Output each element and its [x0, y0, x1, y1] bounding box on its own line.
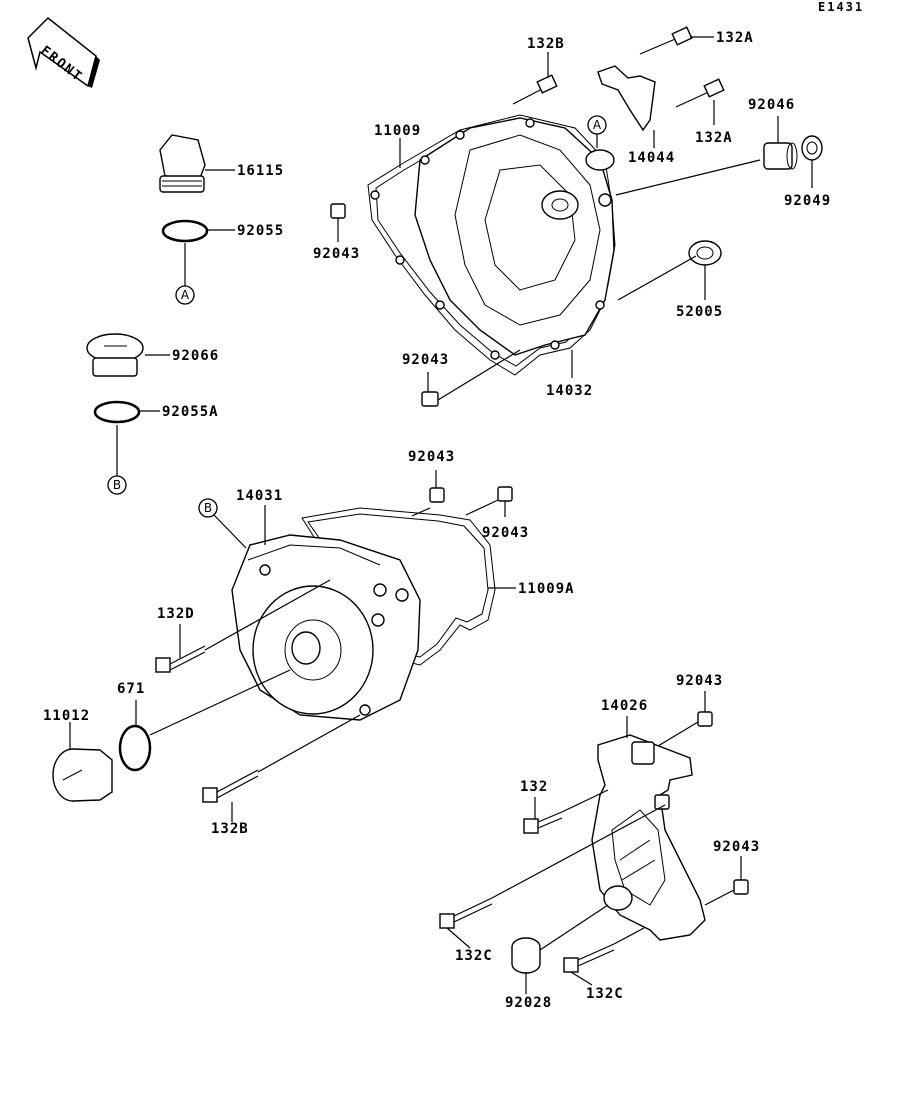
label-132A-top: 132A: [716, 30, 754, 46]
callout-b-plug: B: [107, 475, 127, 495]
label-92066: 92066: [172, 348, 219, 364]
label-132C-b: 132C: [586, 986, 624, 1002]
label-92028: 92028: [505, 995, 552, 1011]
label-132A-mid: 132A: [695, 130, 733, 146]
label-92046: 92046: [748, 97, 795, 113]
label-132B-top: 132B: [527, 36, 565, 52]
timing-plug-11012: [52, 748, 113, 802]
dowel-pin-92043-f: [733, 879, 749, 895]
bolt-132A-mid: [675, 78, 725, 108]
plug-92066: [86, 333, 144, 377]
label-11012: 11012: [43, 708, 90, 724]
label-92043-a: 92043: [313, 246, 360, 262]
dowel-pin-92043-b: [421, 391, 439, 407]
label-16115: 16115: [237, 163, 284, 179]
oil-filler-cap-16115: [159, 134, 206, 193]
o-ring-92055A: [93, 400, 141, 424]
bolt-132B-bottom: [202, 769, 259, 803]
label-671: 671: [117, 681, 145, 697]
dowel-pin-92043-e: [697, 711, 713, 727]
bolt-132C-a: [439, 897, 493, 929]
callout-a-cap: A: [175, 285, 195, 305]
diagram-code: E1431: [818, 0, 864, 14]
bolt-132: [523, 811, 563, 834]
bolt-132B-top: [512, 74, 558, 105]
needle-bearing-92046: [763, 142, 793, 170]
magneto-cover-14031: [231, 507, 496, 721]
front-arrow-icon: FRONT: [27, 16, 100, 88]
label-132C-a: 132C: [455, 948, 493, 964]
dowel-pin-92043-a: [330, 203, 346, 219]
label-92043-c: 92043: [408, 449, 455, 465]
label-52005: 52005: [676, 304, 723, 320]
crankcase-cover-right: [367, 114, 616, 376]
svg-text:B: B: [113, 478, 121, 492]
o-ring-671: [118, 724, 152, 772]
callout-b-cover: B: [198, 498, 247, 549]
oil-seal-92049: [801, 135, 823, 161]
label-132B-bottom: 132B: [211, 821, 249, 837]
bolt-132D: [155, 645, 206, 673]
label-92043-b: 92043: [402, 352, 449, 368]
collar-92028: [511, 937, 541, 974]
svg-text:B: B: [204, 501, 212, 515]
dowel-pin-92043-c: [429, 487, 445, 503]
label-14044: 14044: [628, 150, 675, 166]
svg-text:A: A: [593, 118, 602, 132]
label-92049: 92049: [784, 193, 831, 209]
sprocket-cover-14026: [591, 734, 706, 941]
bolt-132C-b: [563, 943, 615, 973]
label-14026: 14026: [601, 698, 648, 714]
label-132: 132: [520, 779, 548, 795]
bolt-132A-top: [639, 26, 693, 55]
label-11009: 11009: [374, 123, 421, 139]
callout-a-cover: A: [587, 115, 607, 148]
label-11009A: 11009A: [518, 581, 575, 597]
label-14032: 14032: [546, 383, 593, 399]
label-92043-e: 92043: [676, 673, 723, 689]
oil-seal-52005: [688, 240, 722, 266]
label-92055A: 92055A: [162, 404, 219, 420]
dowel-pin-92043-d: [497, 486, 513, 502]
label-132D: 132D: [157, 606, 195, 622]
o-ring-92055: [161, 219, 209, 243]
label-92055: 92055: [237, 223, 284, 239]
label-14031: 14031: [236, 488, 283, 504]
label-92043-d: 92043: [482, 525, 529, 541]
bracket-14044: [597, 65, 656, 132]
svg-text:A: A: [181, 288, 190, 302]
label-92043-f: 92043: [713, 839, 760, 855]
